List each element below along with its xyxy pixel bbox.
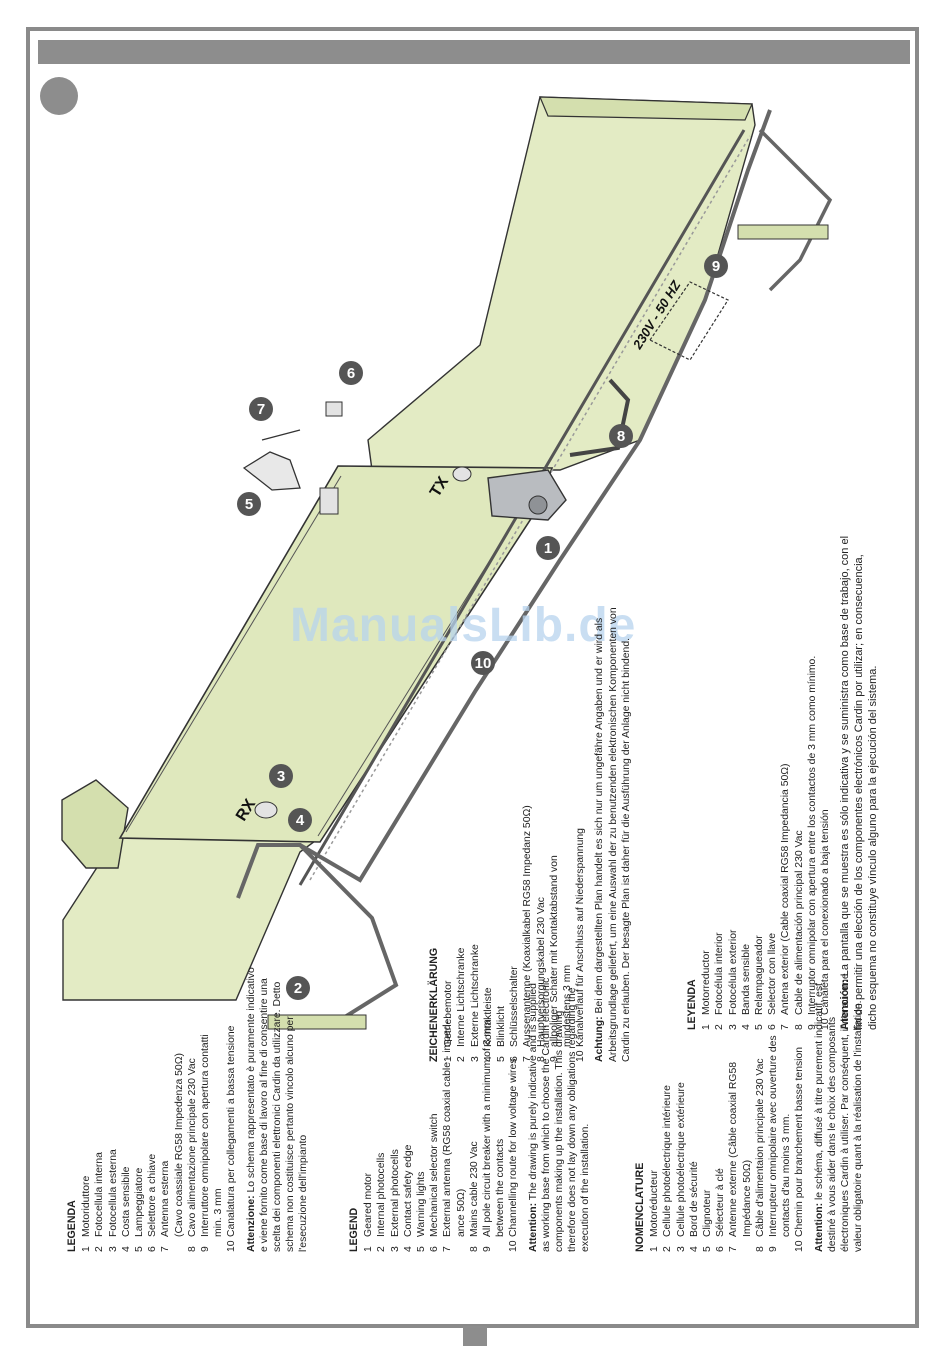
svg-text:1: 1 — [544, 540, 552, 557]
photocell-post-internal — [267, 1014, 367, 1030]
svg-text:2: 2 — [294, 980, 302, 997]
legend-es: LEYENDA 1Motorreductor 2Fotocélula inter… — [686, 530, 880, 1030]
photocell-rx — [254, 801, 278, 819]
callout-6: 6 — [339, 361, 363, 385]
legend-title: NOMENCLATURE — [634, 1162, 646, 1252]
warning-light — [242, 451, 301, 491]
svg-text:6: 6 — [347, 365, 355, 382]
callout-1: 1 — [536, 536, 560, 560]
gate-pillar — [61, 779, 129, 869]
boundary-wall — [367, 96, 756, 471]
legend-title: LEYENDA — [686, 979, 698, 1030]
svg-text:10: 10 — [475, 655, 492, 672]
callout-7: 7 — [249, 397, 273, 421]
callout-2: 2 — [286, 976, 310, 1000]
page-number-tab — [463, 1326, 487, 1346]
callout-9: 9 — [704, 254, 728, 278]
header-bar — [38, 40, 910, 64]
callout-3: 3 — [269, 764, 293, 788]
callout-8: 8 — [609, 424, 633, 448]
antenna — [261, 429, 301, 441]
supply-box — [649, 281, 729, 361]
svg-text:8: 8 — [617, 428, 625, 445]
callout-5: 5 — [237, 492, 261, 516]
svg-text:9: 9 — [712, 258, 720, 275]
legend-it: LEGENDA 1Motoriduttore 2Fotocellula inte… — [66, 960, 311, 1252]
key-selector — [325, 401, 343, 417]
wall-top — [539, 96, 753, 121]
svg-text:7: 7 — [257, 401, 265, 418]
section-marker-circle — [40, 77, 78, 115]
mains-cable-8 — [569, 378, 631, 457]
callout-10: 10 — [471, 651, 495, 675]
svg-text:4: 4 — [296, 812, 305, 829]
geared-motor — [487, 469, 567, 521]
legend-title: LEGEND — [348, 1207, 360, 1252]
photocell-post-external — [737, 224, 829, 240]
cable-route-10 — [236, 843, 399, 1022]
watermark: ManualsLib.de — [290, 599, 637, 652]
svg-text:5: 5 — [245, 496, 253, 513]
legend-de: ZEICHENERKLÄRUNG 1Getriebemotor 2Interne… — [428, 602, 633, 1062]
legend-title: LEGENDA — [66, 1200, 78, 1252]
photocell-tx — [452, 466, 472, 482]
legend-title: ZEICHENERKLÄRUNG — [428, 947, 440, 1062]
callout-4: 4 — [288, 808, 312, 832]
svg-text:3: 3 — [277, 768, 285, 785]
